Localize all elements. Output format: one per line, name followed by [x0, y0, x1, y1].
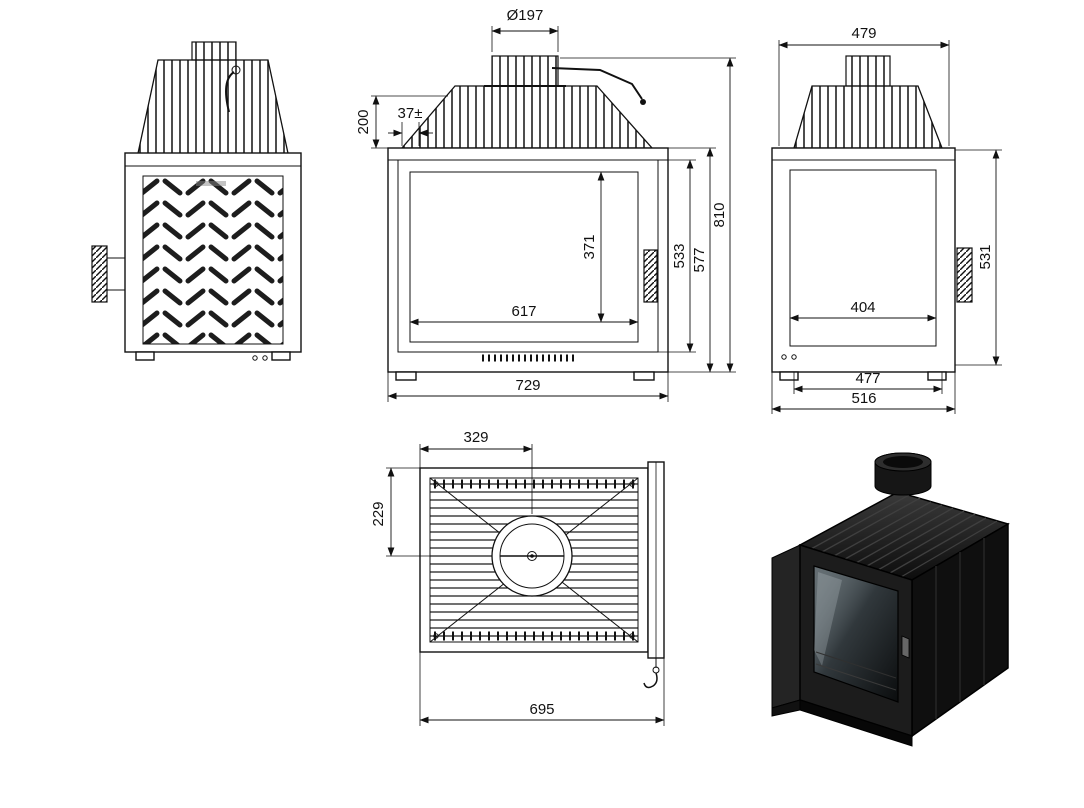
- dim-glass-width: 617: [511, 303, 536, 320]
- front-view: Ø197 200 37± 533 577 810: [355, 7, 736, 402]
- iso-3d-view: [771, 452, 1010, 747]
- brand-plate: [196, 181, 226, 186]
- side-bolt: [781, 354, 787, 360]
- dim-flue-offset-x: 329: [463, 429, 488, 446]
- side-view: 479 404 531 477 516: [771, 25, 1002, 414]
- back-foot-left: [135, 351, 155, 361]
- side-view-dimensions: 479 404 531 477 516: [771, 25, 1002, 414]
- dim-overall-depth: 516: [851, 390, 876, 407]
- dim-top-depth: 479: [851, 25, 876, 42]
- dim-total-height: 810: [711, 202, 728, 227]
- iso-glass-reflection: [814, 572, 842, 666]
- dim-side-body-height: 531: [977, 244, 994, 269]
- side-bolt: [791, 354, 797, 360]
- dim-flue-diameter: Ø197: [507, 7, 544, 24]
- back-side-handle: [91, 245, 108, 303]
- iso-handle: [901, 635, 910, 659]
- back-view: [91, 41, 302, 361]
- side-body-outline: [771, 147, 956, 373]
- side-door-handle: [956, 247, 973, 303]
- front-body-outline: [387, 147, 669, 373]
- dim-glass-height: 371: [581, 234, 598, 259]
- dim-collar-height: 200: [355, 109, 372, 134]
- flue-collar: [491, 55, 559, 87]
- damper-knob: [640, 99, 646, 105]
- iso-base-left: [771, 699, 801, 717]
- dim-flue-offset-y: 229: [370, 501, 387, 526]
- back-flue-collar: [191, 41, 237, 61]
- door-handle: [643, 249, 658, 303]
- dim-body-height: 577: [691, 247, 708, 272]
- riddling-rod: [225, 71, 235, 113]
- glass-pane: [409, 171, 639, 343]
- firebrick-herringbone-panel: [142, 175, 284, 345]
- corner-bolt: [629, 481, 635, 487]
- dim-flue-offset: 37±: [398, 105, 423, 122]
- iso-glass: [813, 565, 899, 703]
- iso-side-ribs: [935, 538, 985, 719]
- front-foot-right: [633, 371, 655, 381]
- front-foot-left: [395, 371, 417, 381]
- corner-bolt: [629, 633, 635, 639]
- side-foot-left: [779, 371, 799, 381]
- heat-exchanger-fins: [400, 85, 654, 149]
- side-panel-frame: [789, 169, 937, 347]
- handle-hook: [643, 672, 658, 689]
- side-heat-exchanger-fins: [793, 85, 943, 149]
- top-view-dimensions: 329 229 695: [370, 429, 665, 726]
- damper-pivot: [527, 551, 537, 561]
- iso-top-fins: [810, 494, 998, 578]
- dim-inner-depth: 477: [855, 370, 880, 387]
- damper-rod: [551, 67, 643, 100]
- side-foot-right: [927, 371, 947, 381]
- dim-overall-width: 729: [515, 377, 540, 394]
- back-bolt: [252, 355, 258, 361]
- top-view: 329 229 695: [370, 429, 665, 726]
- back-foot-right: [271, 351, 291, 361]
- side-flue-collar: [845, 55, 891, 87]
- dim-glass-depth: 404: [850, 299, 875, 316]
- dim-firebox-height: 533: [671, 243, 688, 268]
- dim-top-overall-width: 695: [529, 701, 554, 718]
- door-frame: [397, 159, 659, 353]
- corner-bolt: [433, 633, 439, 639]
- front-view-dimensions: Ø197 200 37± 533 577 810: [355, 7, 736, 402]
- riddling-rod-eye: [231, 65, 241, 75]
- back-bolt: [262, 355, 268, 361]
- iso-left-edge: [771, 544, 801, 709]
- corner-bolt: [433, 481, 439, 487]
